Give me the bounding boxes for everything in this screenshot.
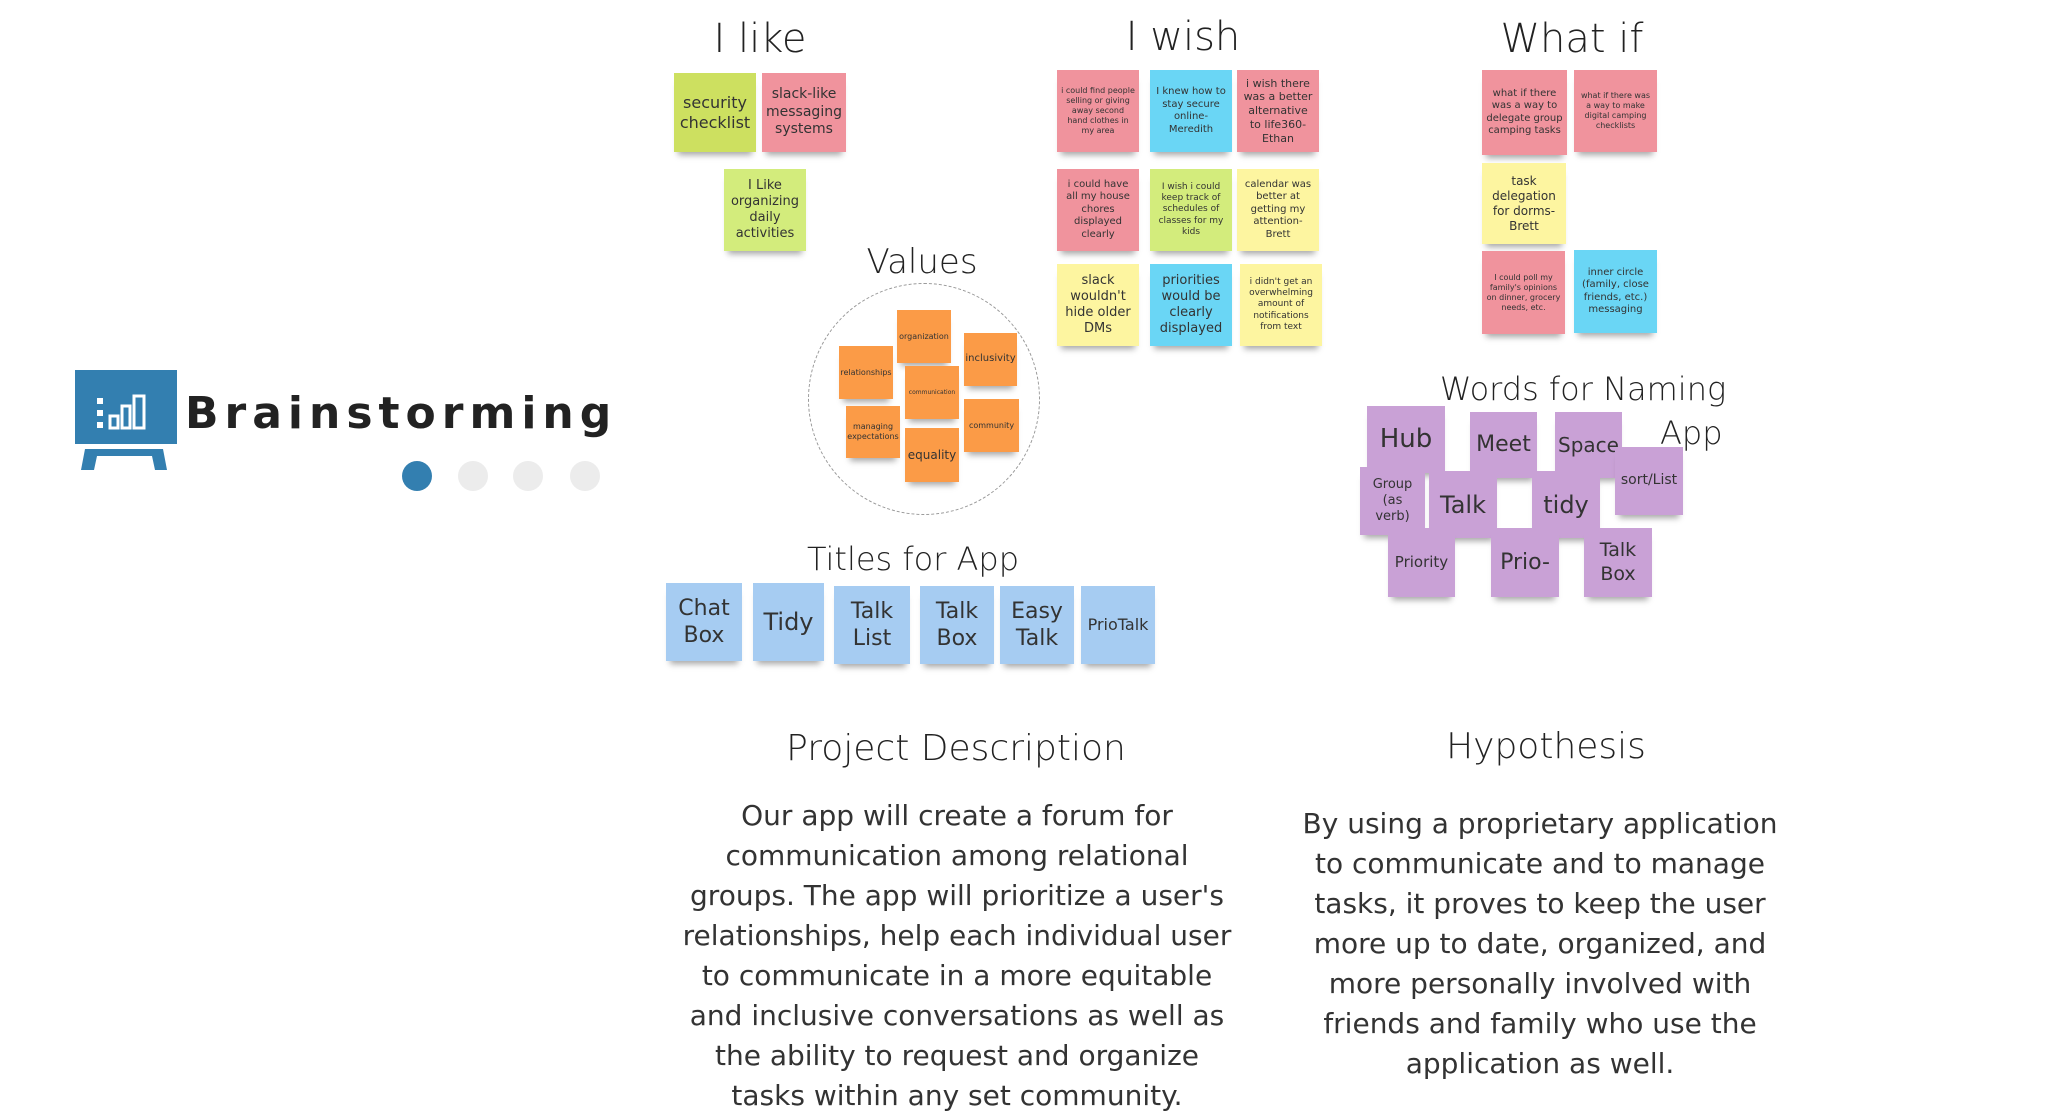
sticky-note[interactable]: what if there was a way to make digital … (1574, 70, 1657, 152)
sticky-note[interactable]: relationships (839, 346, 893, 399)
sticky-note[interactable]: equality (905, 428, 959, 482)
sticky-note[interactable]: Talk List (834, 586, 910, 664)
sticky-note[interactable]: i could find people selling or giving aw… (1057, 70, 1139, 152)
page-dot-2[interactable] (458, 461, 488, 491)
sticky-note[interactable]: slack-like messaging systems (762, 73, 846, 152)
presentation-board-icon (75, 370, 177, 470)
page-dot-3[interactable] (513, 461, 543, 491)
sticky-note[interactable]: I wish i could keep track of schedules o… (1150, 169, 1232, 251)
sticky-note[interactable]: inclusivity (964, 333, 1017, 386)
i-wish-title: I wish (1125, 14, 1241, 60)
sticky-note[interactable]: Meet (1470, 412, 1537, 478)
sticky-note[interactable]: communication (905, 366, 959, 419)
sticky-note[interactable]: PrioTalk (1081, 586, 1155, 664)
sticky-note[interactable]: calendar was better at getting my attent… (1237, 169, 1319, 251)
sticky-note[interactable]: Talk (1429, 471, 1497, 538)
values-title: Values (866, 242, 978, 282)
sticky-note[interactable]: Easy Talk (1000, 586, 1074, 664)
words-for-naming-title: Words for Naming (1439, 370, 1727, 408)
i-like-title: I like (713, 16, 807, 62)
sticky-note[interactable]: sort/List (1615, 447, 1683, 515)
sticky-note[interactable]: tidy (1532, 471, 1600, 538)
sticky-note[interactable]: I knew how to stay secure online- Meredi… (1150, 70, 1232, 152)
sticky-note[interactable]: Tidy (753, 583, 824, 661)
sticky-note[interactable]: community (964, 399, 1019, 452)
sticky-note[interactable]: Group (as verb) (1360, 467, 1425, 535)
sticky-note[interactable]: i could have all my house chores display… (1057, 169, 1139, 251)
sticky-note[interactable]: security checklist (674, 73, 756, 152)
project-description-title: Project Description (786, 728, 1126, 769)
sticky-note[interactable]: organization (897, 310, 951, 363)
what-if-title: What if (1500, 16, 1644, 62)
project-description-text: Our app will create a forum for communic… (682, 799, 1232, 1112)
sticky-note[interactable]: task delegation for dorms- Brett (1482, 163, 1566, 244)
sticky-note[interactable]: i didn't get an overwhelming amount of n… (1240, 264, 1322, 346)
words-for-naming-title-line2: App (1660, 414, 1723, 452)
sticky-note[interactable]: managing expectations (846, 406, 900, 458)
values-circle (808, 283, 1040, 515)
sticky-note[interactable]: Talk Box (920, 586, 994, 664)
sticky-note[interactable]: I Like organizing daily activities (724, 169, 806, 251)
sticky-note[interactable]: I could poll my family's opinions on din… (1482, 251, 1565, 334)
page-title: Brainstorming (185, 388, 618, 439)
sticky-note[interactable]: what if there was a way to delegate grou… (1482, 70, 1567, 155)
titles-for-app-title: Titles for App (806, 540, 1020, 578)
brainstorming-logo (75, 370, 177, 470)
hypothesis-text: By using a proprietary application to co… (1302, 807, 1778, 1080)
hypothesis-title: Hypothesis (1446, 726, 1646, 767)
sticky-note[interactable]: Prio- (1491, 528, 1559, 597)
sticky-note[interactable]: Chat Box (666, 583, 742, 661)
page-dot-1[interactable] (402, 461, 432, 491)
sticky-note[interactable]: priorities would be clearly displayed (1150, 264, 1232, 346)
sticky-note[interactable]: slack wouldn't hide older DMs (1057, 264, 1139, 346)
sticky-note[interactable]: Priority (1388, 528, 1455, 597)
page-dot-4[interactable] (570, 461, 600, 491)
sticky-note[interactable]: Talk Box (1584, 528, 1652, 597)
sticky-note[interactable]: Hub (1367, 406, 1445, 473)
sticky-note[interactable]: Space (1555, 412, 1622, 478)
sticky-note[interactable]: inner circle (family, close friends, etc… (1574, 250, 1657, 333)
sticky-note[interactable]: i wish there was a better alternative to… (1237, 70, 1319, 152)
